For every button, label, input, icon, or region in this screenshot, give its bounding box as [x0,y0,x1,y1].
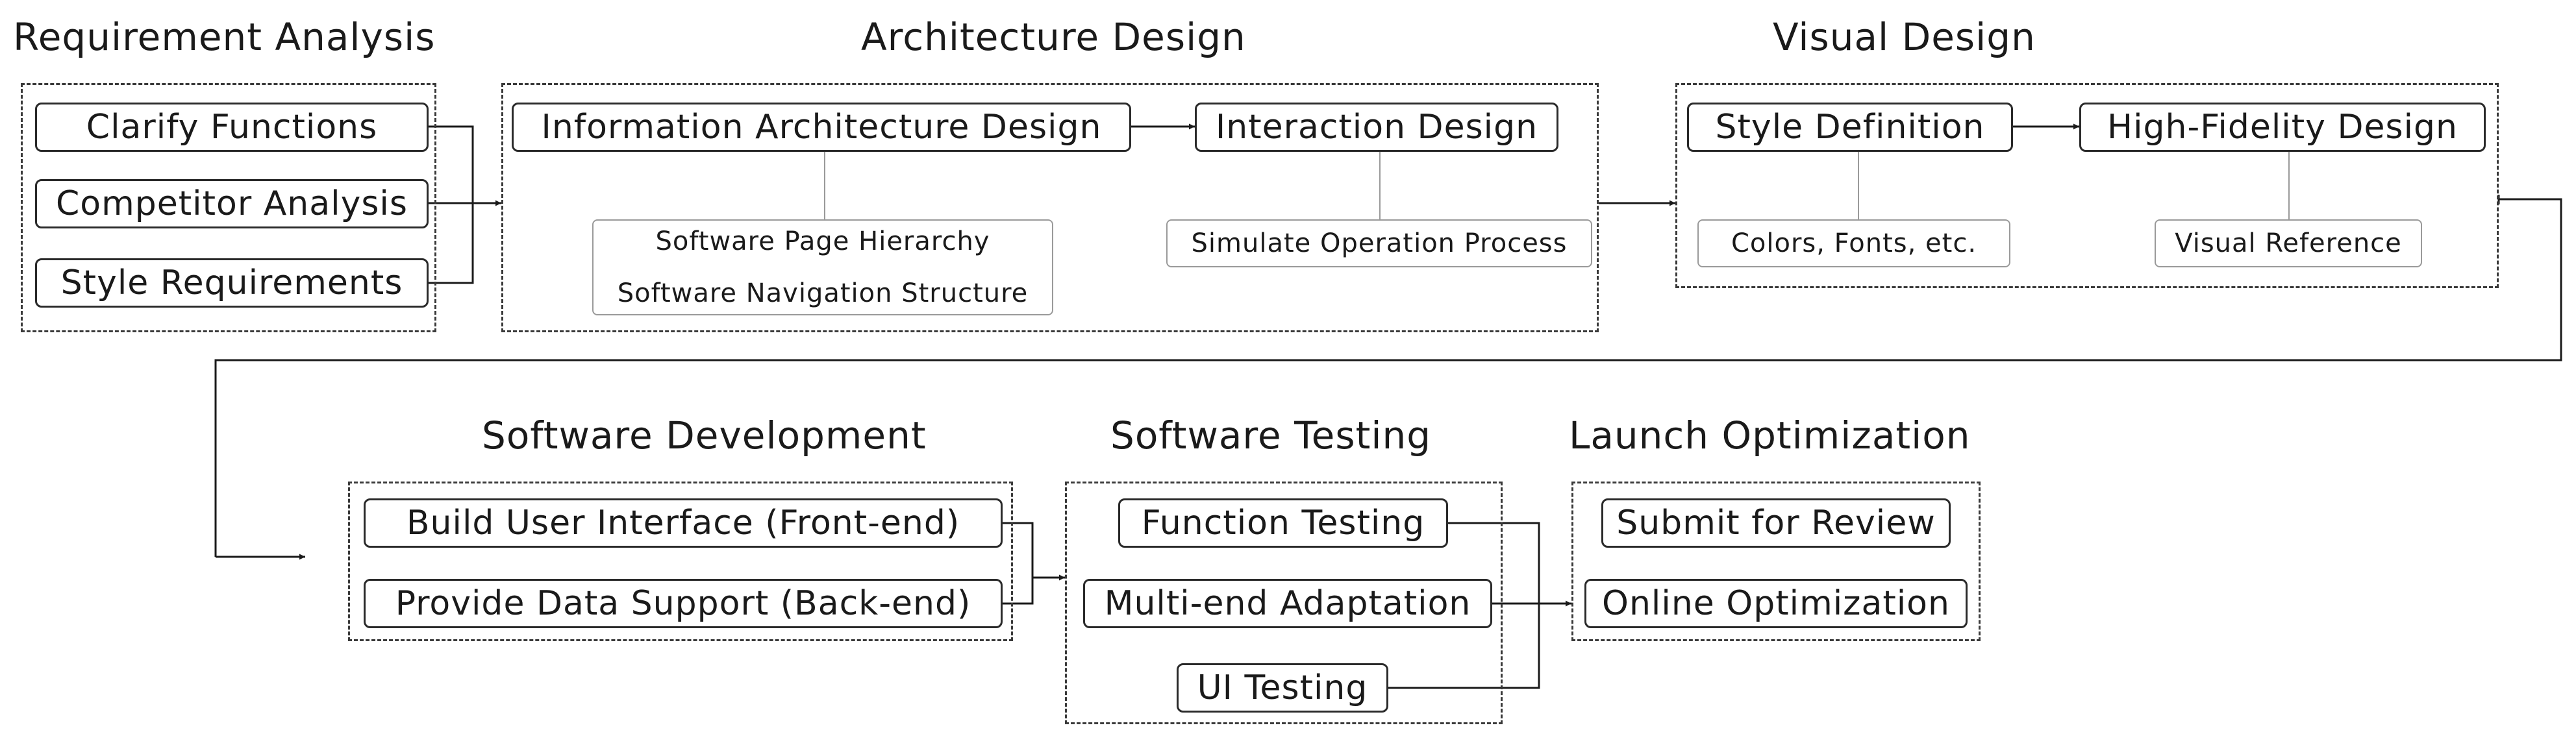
node-information-architecture-design: Information Architecture Design [512,103,1131,152]
node-provide-data-support: Provide Data Support (Back-end) [364,579,1003,628]
note-colors-fonts: Colors, Fonts, etc. [1697,219,2010,267]
node-function-testing: Function Testing [1118,498,1448,548]
connector-clarify [429,125,474,203]
note-visual-reference: Visual Reference [2155,219,2422,267]
node-high-fidelity-design: High-Fidelity Design [2079,103,2486,152]
stage-title-software-testing: Software Testing [1110,413,1432,458]
node-multi-end-adaptation: Multi-end Adaptation [1083,579,1492,628]
stage-title-visual-design: Visual Design [1773,15,2036,59]
connector-function-testing [1448,522,1540,604]
node-style-requirements: Style Requirements [35,258,429,308]
node-online-optimization: Online Optimization [1584,579,1968,628]
connector-visual-return [214,195,2562,557]
node-interaction-design: Interaction Design [1195,103,1558,152]
group-launch-optimization [1571,482,1981,641]
note-software-page-hierarchy: Software Page Hierarchy [655,226,990,256]
node-submit-for-review: Submit for Review [1601,498,1951,548]
group-visual-design [1675,83,2499,288]
node-ui-testing: UI Testing [1177,663,1388,713]
node-build-user-interface: Build User Interface (Front-end) [364,498,1003,548]
stage-title-software-development: Software Development [482,413,927,458]
group-requirement-analysis [21,83,436,332]
stage-title-launch-optimization: Launch Optimization [1569,413,1971,458]
note-simulate-operation-process: Simulate Operation Process [1166,219,1592,267]
stage-title-architecture-design: Architecture Design [861,15,1246,59]
group-software-development [348,482,1013,641]
node-style-definition: Style Definition [1687,103,2013,152]
group-architecture-design [501,83,1599,332]
group-software-testing [1065,482,1503,724]
node-clarify-functions: Clarify Functions [35,103,429,152]
note-software-navigation-structure: Software Navigation Structure [617,278,1029,308]
connector-style-req [429,203,474,284]
node-competitor-analysis: Competitor Analysis [35,179,429,228]
stage-title-requirement-analysis: Requirement Analysis [13,15,436,59]
connector-ui-testing [1388,604,1540,689]
note-information-architecture: Software Page Hierarchy Software Navigat… [592,219,1053,315]
